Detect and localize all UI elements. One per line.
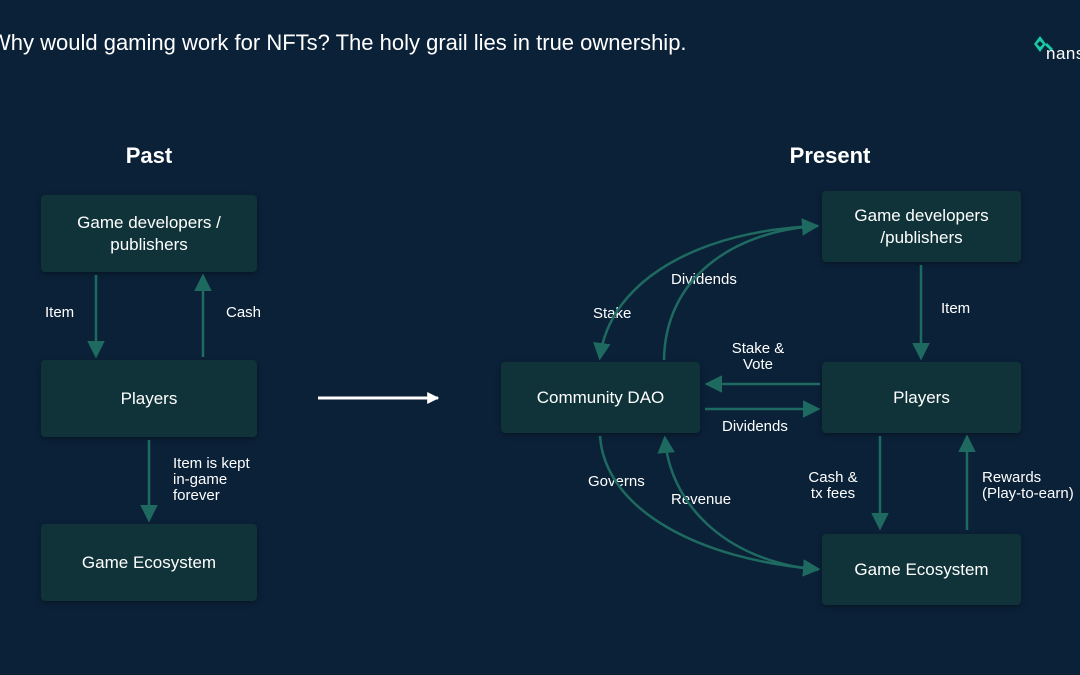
- present-ecosystem-label: Game Ecosystem: [854, 559, 989, 579]
- past-ecosystem-box: Game Ecosystem: [41, 524, 257, 601]
- present-dividends-top-label: Dividends: [671, 271, 737, 288]
- past-developers-box: Game developers / publishers: [41, 195, 257, 272]
- present-players-box: Players: [822, 362, 1021, 433]
- present-item-label: Item: [941, 300, 971, 317]
- past-cash-label: Cash: [226, 304, 262, 321]
- present-stake-vote-label: Stake & Vote: [731, 340, 785, 373]
- present-dividends-mid-label: Dividends: [722, 418, 788, 435]
- present-dao-label: Community DAO: [536, 387, 665, 407]
- present-heading: Present: [789, 143, 871, 168]
- present-governs-arrow: [598, 435, 821, 577]
- present-developers-label: Game developers /publishers: [854, 205, 989, 247]
- logo-text: nansen: [1046, 44, 1080, 63]
- past-ecosystem-label: Game Ecosystem: [81, 552, 217, 572]
- present-players-label: Players: [893, 387, 950, 407]
- present-developers-box: Game developers /publishers: [822, 191, 1021, 262]
- present-rewards-label: Rewards (Play-to-earn): [982, 469, 1074, 502]
- present-ecosystem-box: Game Ecosystem: [822, 534, 1021, 605]
- past-players-label: Players: [120, 388, 178, 408]
- nansen-diamond-icon: [1034, 36, 1054, 52]
- present-dividends-top-arrow: [662, 218, 820, 361]
- page-title: Why would gaming work for NFTs? The holy…: [0, 30, 687, 55]
- present-revenue-arrow: [657, 435, 819, 572]
- present-dao-box: Community DAO: [501, 362, 700, 433]
- past-developers-label: Game developers / publishers: [77, 212, 221, 254]
- present-revenue-label: Revenue: [671, 491, 732, 508]
- past-heading: Past: [125, 143, 173, 168]
- past-players-box: Players: [41, 360, 257, 437]
- past-item-label: Item: [45, 304, 75, 321]
- present-cash-fees-label: Cash & tx fees: [808, 469, 858, 502]
- present-stake-label: Stake: [593, 305, 632, 322]
- past-kept-label: Item is kept in-game forever: [173, 455, 250, 504]
- present-stake-arrow: [593, 224, 819, 361]
